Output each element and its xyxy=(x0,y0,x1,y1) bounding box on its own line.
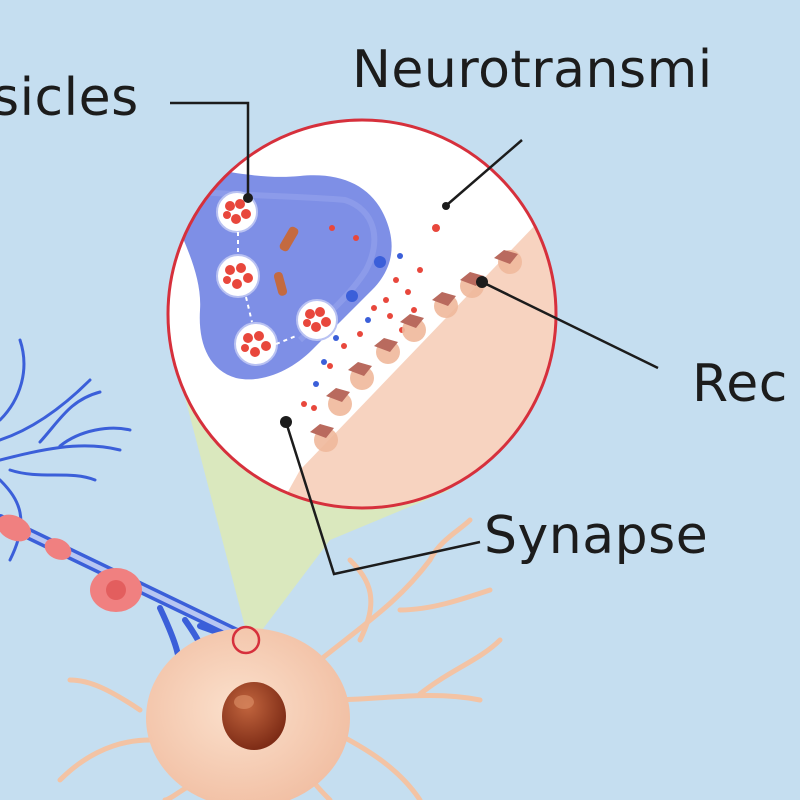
dendrites-left xyxy=(0,338,132,562)
leader-neurotransmitters xyxy=(447,139,523,205)
label-vesicles: sicles xyxy=(0,68,139,128)
transporters xyxy=(313,253,403,387)
myelin-sheath xyxy=(44,538,72,560)
magnifier-ring xyxy=(166,118,558,510)
nucleus xyxy=(222,682,286,750)
receptors xyxy=(310,250,522,452)
vesicle xyxy=(234,322,278,366)
label-receptors: Rec xyxy=(692,354,788,414)
vesicle xyxy=(216,254,260,298)
mitochondria xyxy=(273,226,299,296)
label-neurotransmitters: Neurotransmi xyxy=(352,40,713,100)
label-synapse: Synapse xyxy=(484,506,709,566)
leader-vesicles xyxy=(170,101,250,196)
synapse-marker-circle xyxy=(231,625,261,655)
leader-receptors xyxy=(481,280,659,370)
myelin-sheath xyxy=(0,514,32,542)
leader-synapse xyxy=(284,421,481,576)
leader-lines xyxy=(170,101,659,576)
vesicle xyxy=(296,299,338,341)
